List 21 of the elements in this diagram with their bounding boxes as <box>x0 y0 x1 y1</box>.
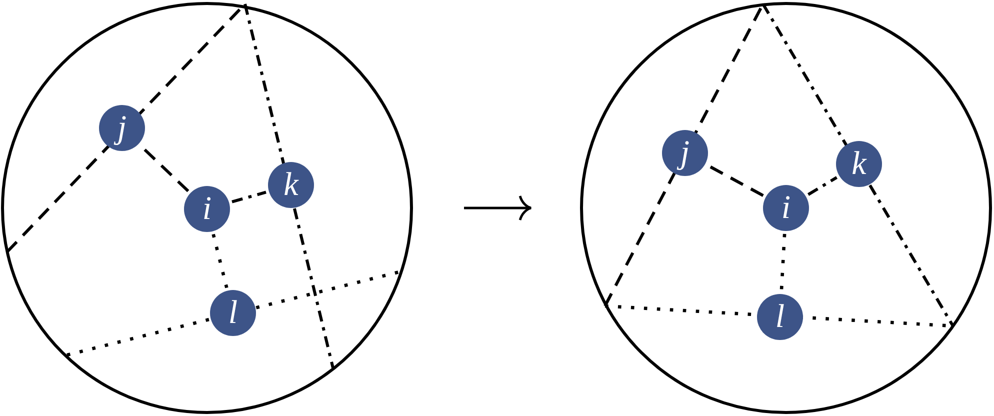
vertex-label: i <box>202 192 212 226</box>
vertex-label: l <box>228 296 238 330</box>
disk-outline <box>580 2 992 414</box>
vertex-circle <box>836 141 882 187</box>
vertex-circle <box>99 105 145 151</box>
vertex-circle <box>210 290 256 336</box>
vertex-label: i <box>781 192 791 224</box>
vertex-circle <box>184 186 230 232</box>
vertex-circle <box>757 294 803 340</box>
vertex-label: l <box>775 300 785 334</box>
vertex-label: k <box>284 168 298 202</box>
vertex-circle <box>268 162 314 208</box>
dotted-connector <box>780 234 786 292</box>
vertex-circle <box>763 185 809 231</box>
disk-outline <box>1 2 413 414</box>
dashed-connector <box>707 164 764 197</box>
vertex-label: k <box>852 148 866 180</box>
dash-dot-connector <box>808 176 838 196</box>
dash-dot-connector <box>232 190 266 204</box>
vertex-circle <box>662 130 708 176</box>
dotted-connector <box>212 234 228 288</box>
